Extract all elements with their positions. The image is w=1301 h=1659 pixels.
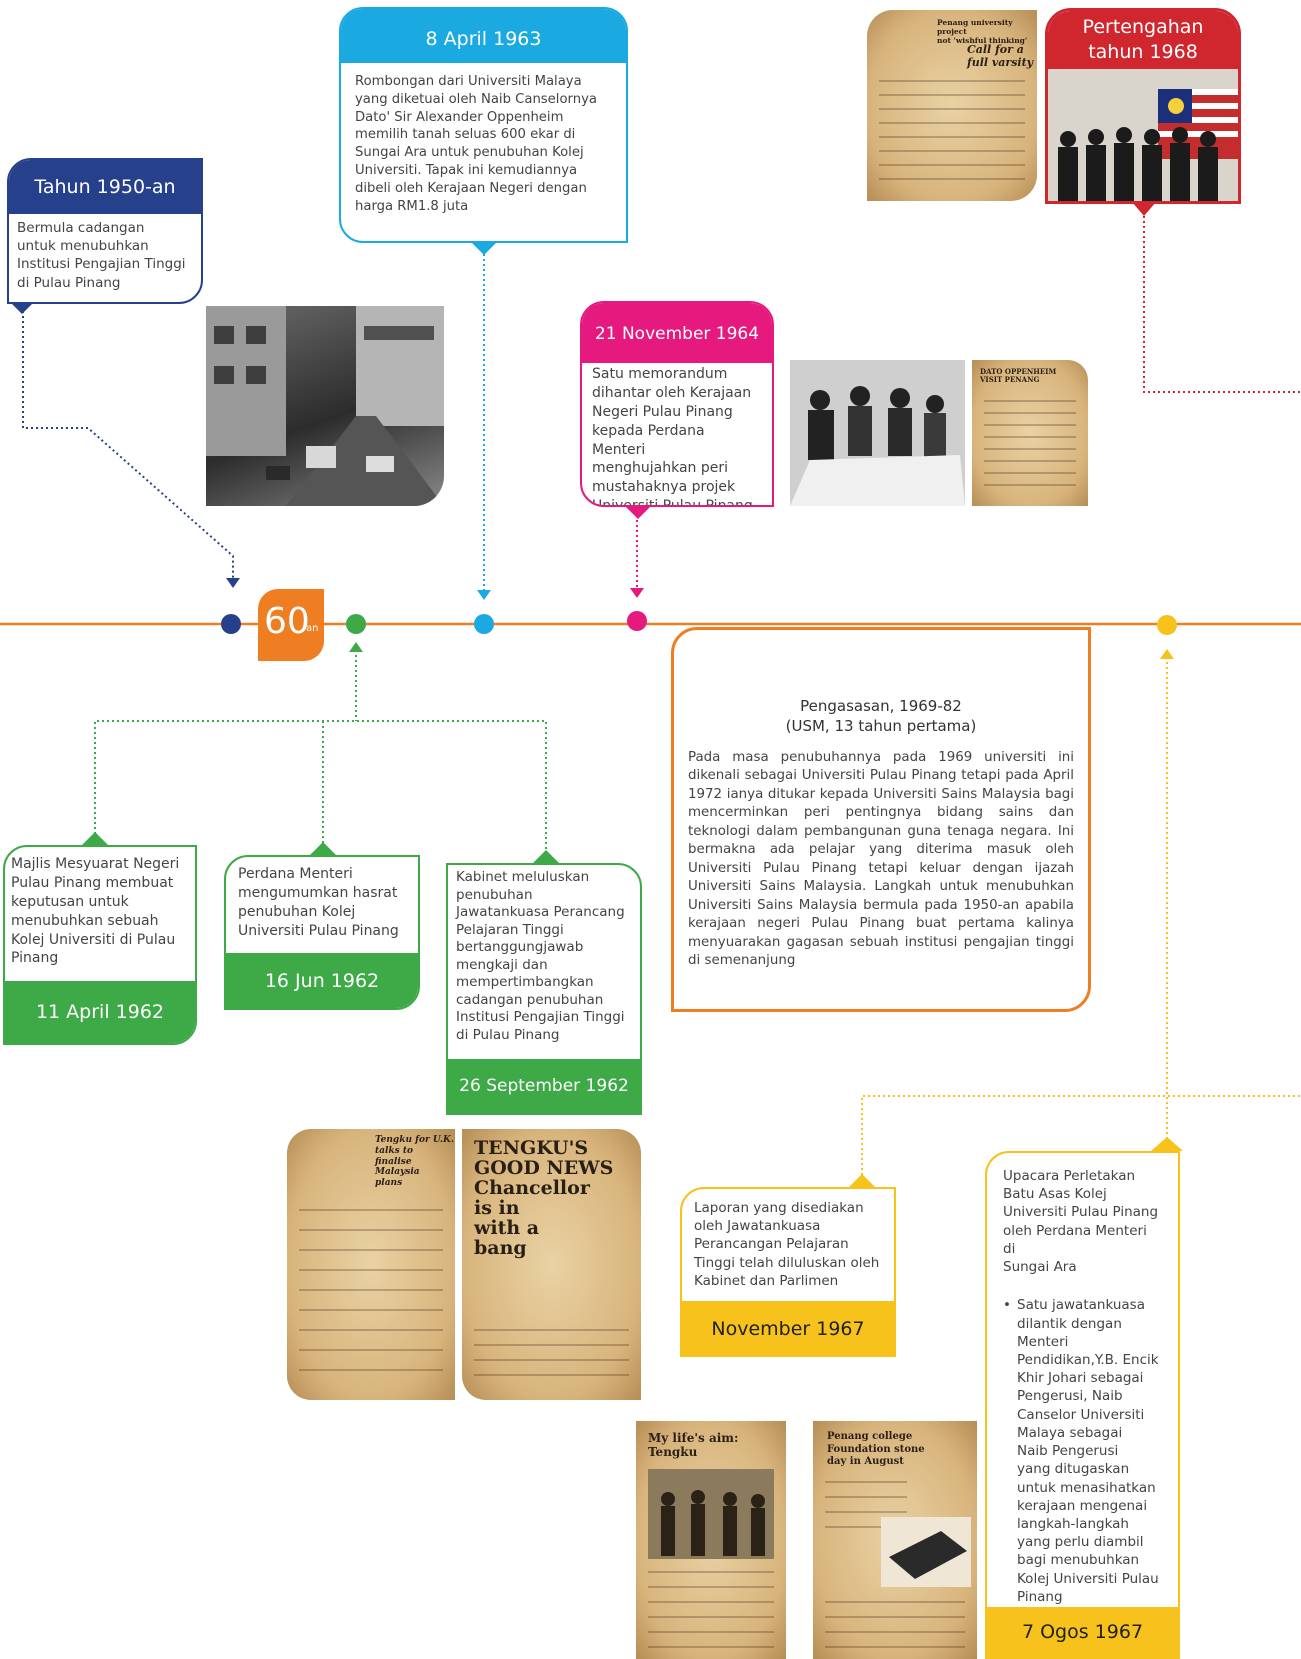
pointer-yellow-2 [1151, 1137, 1183, 1151]
event-body: Rombongan dari Universiti Malaya yang di… [355, 74, 597, 214]
decade-suffix: an [306, 623, 319, 634]
clipping-subhead: Penang university project not 'wishful t… [937, 18, 1028, 45]
event-body: Upacara Perletakan Batu Asas Kolej Unive… [1003, 1168, 1159, 1276]
pointer-yellow-1 [848, 1174, 876, 1188]
timeline-dot-cyan [474, 614, 494, 634]
event-body: Bermula cadangan untuk menubuhkan Instit… [17, 220, 186, 291]
event-title: 16 Jun 1962 [226, 953, 418, 1008]
event-bullet: • Satu jawatankuasa dilantik dengan Ment… [987, 1276, 1178, 1606]
pengasasan-panel: Pengasasan, 1969-82 (USM, 13 tahun perta… [671, 627, 1091, 1012]
clipping-1968: Penang university project not 'wishful t… [867, 10, 1037, 201]
event-card-november-1964: 21 November 1964 Satu memorandum dihanta… [580, 301, 774, 507]
event-title: 8 April 1963 [341, 9, 626, 63]
pointer-green-2 [309, 842, 337, 856]
event-body: Majlis Mesyuarat Negeri Pulau Pinang mem… [11, 856, 180, 967]
clipping-1967-a: My life's aim: Tengku [636, 1421, 786, 1659]
clipping-headline: Call for a full varsity [967, 43, 1034, 69]
event-card-september-1962: Kabinet meluluskan penubuhan Jawatankuas… [446, 863, 642, 1115]
meeting-scene [790, 360, 965, 506]
timeline-dot-magenta [627, 611, 647, 631]
event-card-november-1967: Laporan yang disediakan oleh Jawatankuas… [680, 1187, 896, 1357]
event-body: Kabinet meluluskan penubuhan Jawatankuas… [456, 869, 625, 1043]
event-card-april-1962: Majlis Mesyuarat Negeri Pulau Pinang mem… [3, 845, 197, 1045]
clipping-1964: DATO OPPENHEIM VISIT PENANG [972, 360, 1088, 506]
bullet-icon: • [1003, 1297, 1011, 1314]
clipping-headline: DATO OPPENHEIM VISIT PENANG [980, 367, 1057, 385]
clipping-headline: TENGKU'S GOOD NEWS Chancellor is in with… [474, 1137, 614, 1259]
timeline-dot-green [346, 614, 366, 634]
event-title: 26 September 1962 [448, 1059, 640, 1113]
event-card-mid-1968: Pertengahan tahun 1968 [1045, 8, 1241, 204]
clipping-photo [648, 1469, 774, 1559]
clipping-headline: My life's aim: Tengku [648, 1431, 739, 1459]
event-card-april-1963: 8 April 1963 Rombongan dari Universiti M… [339, 7, 628, 243]
clipping-headline: Penang college Foundation stone day in A… [827, 1431, 925, 1467]
event-title: 7 Ogos 1967 [987, 1607, 1178, 1657]
pengasasan-title-1: Pengasasan, 1969-82 [800, 697, 962, 715]
event-title: 21 November 1964 [582, 303, 772, 363]
clipping-1962-b: TENGKU'S GOOD NEWS Chancellor is in with… [462, 1129, 641, 1400]
event-title: November 1967 [682, 1301, 894, 1355]
event-card-1950s: Tahun 1950-an Bermula cadangan untuk men… [7, 158, 203, 304]
event-body: Satu memorandum dihantar oleh Kerajaan N… [592, 366, 753, 507]
decade-badge: 60 an [258, 589, 324, 661]
timeline-dot-navy [221, 614, 241, 634]
event-card-ogos-1967: Upacara Perletakan Batu Asas Kolej Unive… [985, 1151, 1180, 1659]
event-title: Pertengahan tahun 1968 [1048, 11, 1238, 69]
event-title: 11 April 1962 [5, 981, 195, 1043]
pengasasan-title-2: (USM, 13 tahun pertama) [785, 717, 977, 736]
pointer-red [1132, 202, 1156, 216]
event-card-jun-1962: Perdana Menteri mengumumkan hasrat penub… [224, 855, 420, 1010]
ceremony-photo [1048, 69, 1238, 201]
event-title: Tahun 1950-an [9, 160, 201, 214]
pointer-magenta [624, 505, 652, 519]
decade-number: 60 [264, 601, 310, 642]
clipping-headline: Tengku for U.K. talks to finalise Malays… [375, 1135, 455, 1189]
pointer-green-1 [81, 832, 109, 846]
pengasasan-body: Pada masa penubuhannya pada 1969 univers… [688, 749, 1074, 969]
pointer-cyan [470, 241, 498, 255]
street-photo [206, 306, 444, 506]
event-bullet-text: Satu jawatankuasa dilantik dengan Menter… [1017, 1297, 1159, 1605]
pointer-green-3 [532, 850, 560, 864]
event-body: Laporan yang disediakan oleh Jawatankuas… [694, 1200, 880, 1289]
clipping-1962-a: Tengku for U.K. talks to finalise Malays… [287, 1129, 455, 1400]
clipping-1967-b: Penang college Foundation stone day in A… [813, 1421, 977, 1659]
meeting-photo [790, 360, 965, 506]
event-body: Perdana Menteri mengumumkan hasrat penub… [238, 866, 399, 939]
pointer-navy [10, 302, 34, 314]
timeline-dot-yellow [1157, 615, 1177, 635]
clipping-photo [881, 1517, 971, 1587]
street-scene [206, 306, 444, 506]
